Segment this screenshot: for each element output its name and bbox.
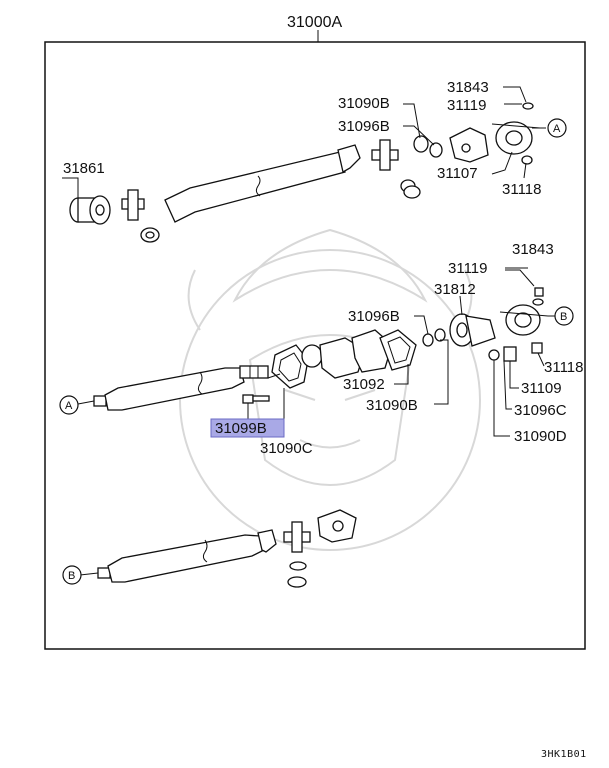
label-31090b-mid: 31090B bbox=[366, 397, 418, 414]
label-31843-mid: 31843 bbox=[512, 241, 554, 258]
assembly-title: 31000A bbox=[287, 14, 342, 31]
diagram-frame bbox=[44, 41, 586, 650]
label-31119-mid: 31119 bbox=[448, 260, 488, 277]
lower-shaft-assembly bbox=[97, 509, 357, 588]
label-31119-top: 31119 bbox=[447, 97, 487, 114]
label-31107: 31107 bbox=[437, 165, 478, 182]
watermark-emblem bbox=[179, 228, 481, 551]
diagram-code: 3HK1B01 bbox=[541, 749, 587, 760]
svg-text:B: B bbox=[68, 570, 75, 582]
marker-a-mid: A bbox=[59, 395, 79, 415]
label-31861: 31861 bbox=[63, 160, 105, 177]
label-31090b-top: 31090B bbox=[338, 95, 390, 112]
label-31118-mid: 31118 bbox=[544, 359, 584, 376]
marker-b-mid: B bbox=[554, 306, 574, 326]
svg-text:A: A bbox=[553, 123, 561, 135]
label-31118-top: 31118 bbox=[502, 181, 542, 198]
label-31090c: 31090C bbox=[260, 440, 313, 457]
label-31096b-mid: 31096B bbox=[348, 308, 400, 325]
marker-a-top: A bbox=[547, 118, 567, 138]
label-31099b[interactable]: 31099B bbox=[215, 420, 267, 437]
label-31843-top: 31843 bbox=[447, 79, 489, 96]
upper-shaft-assembly bbox=[69, 102, 541, 243]
label-31096c: 31096C bbox=[514, 402, 567, 419]
svg-text:B: B bbox=[560, 311, 567, 323]
label-31092: 31092 bbox=[343, 376, 385, 393]
svg-text:A: A bbox=[65, 400, 73, 412]
middle-shaft-assembly bbox=[93, 287, 549, 411]
label-31090d: 31090D bbox=[514, 428, 567, 445]
label-31096b-top: 31096B bbox=[338, 118, 390, 135]
highlight-box-31099b bbox=[210, 418, 285, 438]
label-31109: 31109 bbox=[521, 380, 562, 397]
marker-b-bottom: B bbox=[62, 565, 82, 585]
label-31812: 31812 bbox=[434, 281, 476, 298]
